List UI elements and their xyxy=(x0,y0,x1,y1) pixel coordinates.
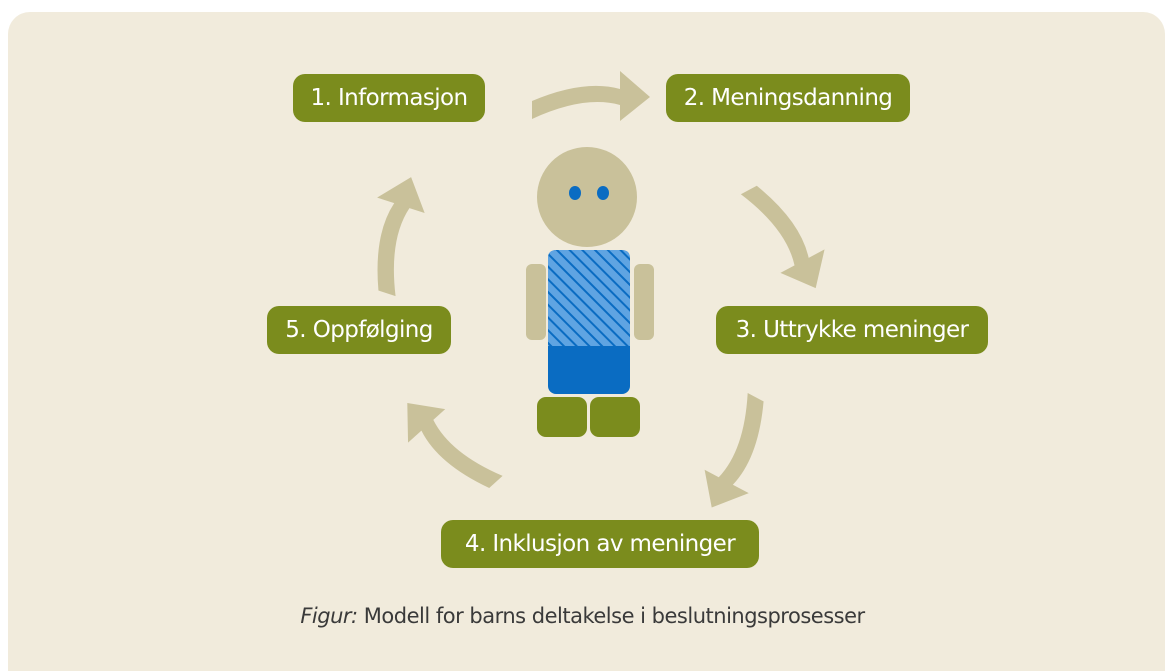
child-figure-icon xyxy=(526,147,654,437)
figure-arm-left xyxy=(526,264,546,340)
caption-lead: Figur: xyxy=(300,604,358,628)
arrow-2-to-3-icon xyxy=(739,171,839,300)
figure-eye-left xyxy=(569,186,581,200)
figure-head xyxy=(537,147,637,247)
caption-text: Modell for barns deltakelse i beslutning… xyxy=(357,604,865,628)
figure-shirt-striped xyxy=(548,250,630,346)
step-uttrykke-meninger: 3. Uttrykke meninger xyxy=(716,306,988,354)
figure-shoe-right xyxy=(590,397,640,437)
figure-shoe-left xyxy=(537,397,587,437)
arrow-1-to-2-icon xyxy=(532,71,650,121)
step-oppfolging: 5. Oppfølging xyxy=(267,306,451,354)
arrow-4-to-5-icon xyxy=(387,386,505,509)
arrow-5-to-1-icon xyxy=(349,169,434,297)
step-inklusjon-av-meninger: 4. Inklusjon av meninger xyxy=(441,520,759,568)
figure-caption: Figur: Modell for barns deltakelse i bes… xyxy=(0,604,1165,628)
step-informasjon: 1. Informasjon xyxy=(293,74,485,122)
step-meningsdanning: 2. Meningsdanning xyxy=(666,74,910,122)
figure-eye-right xyxy=(597,186,609,200)
figure-arm-right xyxy=(634,264,654,340)
arrow-3-to-4-icon xyxy=(690,392,791,520)
